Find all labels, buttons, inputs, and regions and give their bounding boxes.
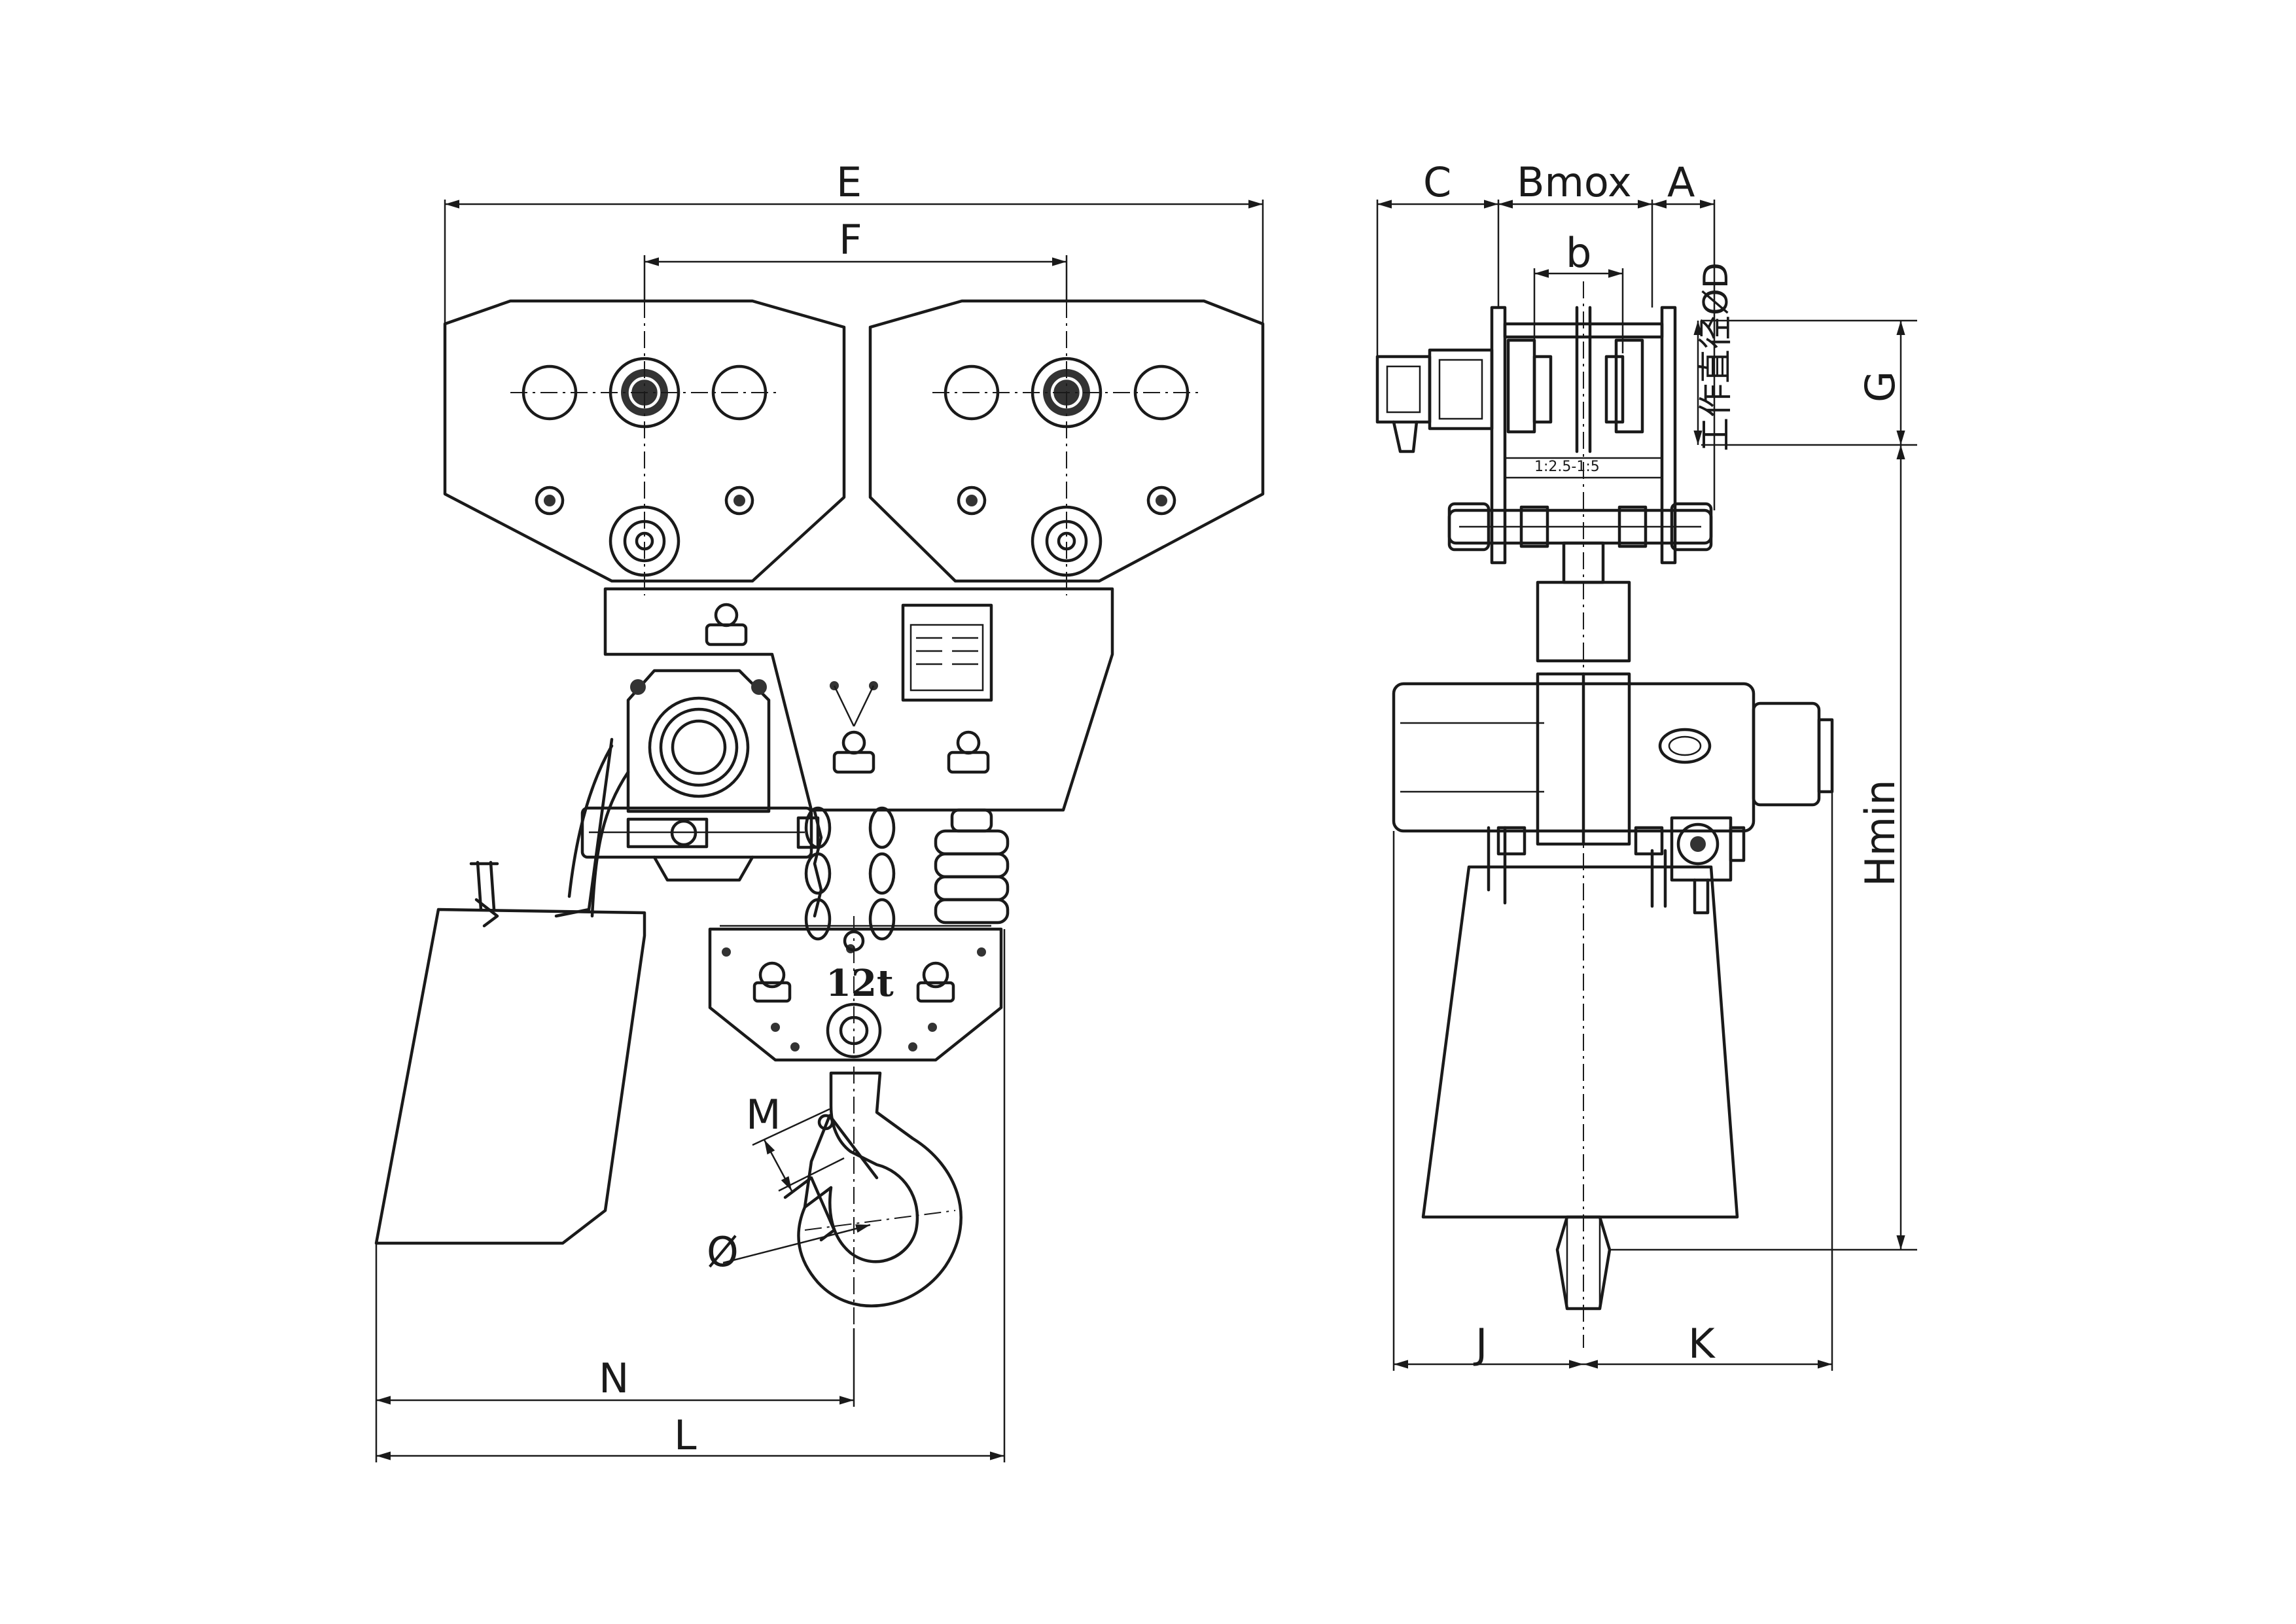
trolley-marking: 1:2.5-1:5 <box>1534 459 1600 475</box>
dim-N-label: N <box>599 1354 629 1402</box>
dim-phi: Ø <box>707 1224 871 1276</box>
dim-E-label: E <box>836 158 862 206</box>
side-chain-bag <box>1421 826 1739 1219</box>
dim-D-label: 工作直径ØD <box>1697 262 1736 451</box>
dim-G: G <box>1856 321 1905 445</box>
dim-b: b <box>1533 229 1624 353</box>
dim-J-label: J <box>1473 1320 1487 1368</box>
chain-bag <box>374 860 646 1245</box>
dim-phi-label: Ø <box>707 1228 739 1276</box>
side-hoist-body <box>1392 672 1834 856</box>
dim-b-label: b <box>1566 229 1591 277</box>
block-capacity-label: 12t <box>826 962 894 1005</box>
side-limit-switch <box>1670 816 1746 915</box>
front-view: 12t E F <box>374 158 1265 1462</box>
hook <box>783 1071 963 1308</box>
hoist-body <box>603 587 1114 812</box>
dim-L-label: L <box>674 1411 697 1459</box>
dim-M: M <box>746 1091 845 1192</box>
dim-N: N <box>375 1243 855 1462</box>
dim-Hmin: Hmin <box>1610 445 1917 1251</box>
side-view: 1:2.5-1:5 <box>1375 158 1917 1371</box>
dim-F-label: F <box>839 216 862 264</box>
dim-K-label: K <box>1688 1320 1716 1368</box>
motor-gearbox <box>580 669 820 882</box>
dim-E: E <box>444 158 1264 324</box>
load-chain <box>804 806 1010 941</box>
dim-F: F <box>643 216 1068 301</box>
dim-L: L <box>376 929 1006 1462</box>
dim-Hmin-label: Hmin <box>1856 779 1904 887</box>
side-hook <box>1555 1215 1612 1311</box>
dim-C-B-A: C Bmox A <box>1376 158 1716 510</box>
dim-M-label: M <box>746 1091 781 1139</box>
dim-G-label: G <box>1856 371 1904 402</box>
dim-Bmax-label: Bmox <box>1517 158 1632 206</box>
hook-block: 12t <box>708 925 1003 1062</box>
dim-A-label: A <box>1667 158 1695 206</box>
dim-J-K: J K <box>1392 792 1833 1371</box>
dim-C-label: C <box>1423 158 1451 206</box>
dim-D: 工作直径ØD <box>1693 262 1917 451</box>
